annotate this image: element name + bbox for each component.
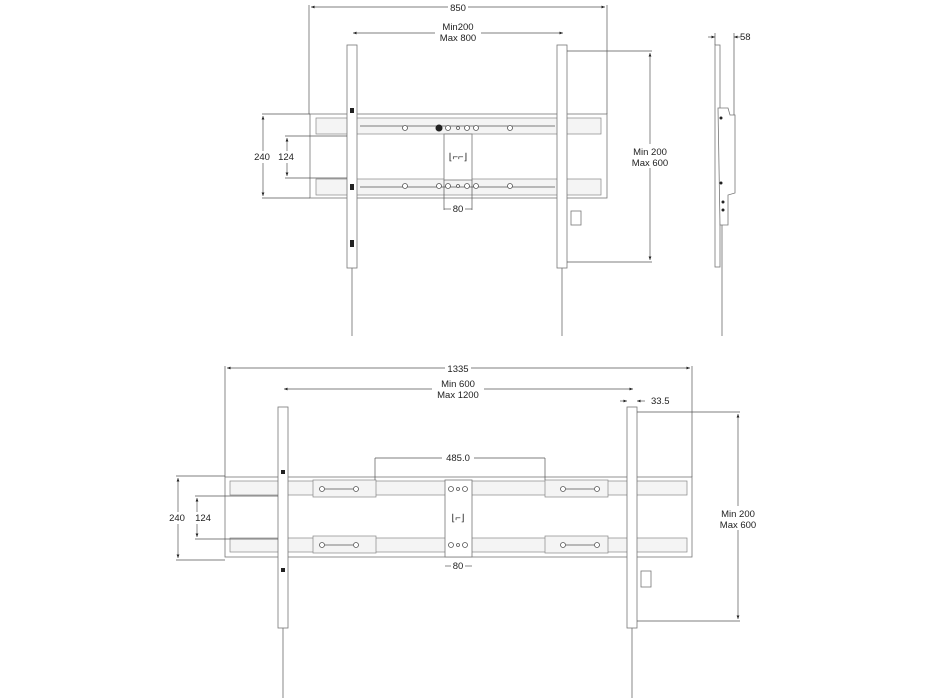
rail-holes (402, 124, 513, 189)
dimension-lines (254, 5, 670, 263)
upright-hook (350, 184, 354, 190)
upright-hook (281, 568, 285, 572)
extension-pad (312, 479, 377, 498)
left-upright (277, 406, 289, 629)
bottom-front-view: ⌊⌐⌋ (167, 364, 758, 698)
dim-vertical-max: Max 600 (720, 520, 756, 531)
dim-rail-spacing-min: Min 600 (441, 379, 475, 390)
dim-vertical-min: Min 200 (633, 147, 667, 158)
dim-overall-width: 850 (450, 3, 466, 14)
side-view: 58 (708, 32, 751, 336)
extension-pad (544, 535, 609, 554)
dim-plate-height: 240 (254, 152, 270, 163)
side-bracket (717, 107, 736, 226)
lock-tab (640, 570, 652, 588)
dim-rail-spacing-max: Max 1200 (437, 390, 479, 401)
dim-center-span: 485.0 (446, 453, 470, 464)
center-plate (443, 133, 473, 181)
bracket-screws (719, 116, 725, 212)
dim-center-width: 80 (453, 561, 464, 572)
dim-depth: 58 (740, 32, 751, 43)
extension-pad (544, 479, 609, 498)
right-upright (556, 44, 568, 269)
dim-rail-inner: 124 (195, 513, 211, 524)
dim-rail-spacing-max: Max 800 (440, 33, 476, 44)
extension-pad (312, 535, 377, 554)
dim-upright-offset: 33.5 (651, 396, 670, 407)
dim-vertical-min: Min 200 (721, 509, 755, 520)
lock-tab (570, 210, 582, 226)
dimension-lines (708, 33, 741, 115)
dim-vertical-max: Max 600 (632, 158, 668, 169)
upright-hook (281, 470, 285, 474)
upright-hook (350, 108, 354, 113)
dim-overall-width: 1335 (447, 364, 468, 375)
top-front-view: ⌊⌐⌐⌋ (254, 3, 670, 336)
upright-hook (350, 240, 354, 247)
dim-plate-height: 240 (169, 513, 185, 524)
right-upright (626, 406, 638, 629)
dim-rail-spacing-min: Min200 (442, 22, 473, 33)
level-mark: ⌊⌐⌋ (452, 513, 465, 524)
left-upright (346, 44, 358, 269)
dim-center-width: 80 (453, 204, 464, 215)
dim-rail-inner: 124 (278, 152, 294, 163)
rail-holes (319, 486, 600, 548)
level-mark: ⌊⌐⌐⌋ (449, 152, 468, 163)
dimension-lines (167, 366, 758, 622)
